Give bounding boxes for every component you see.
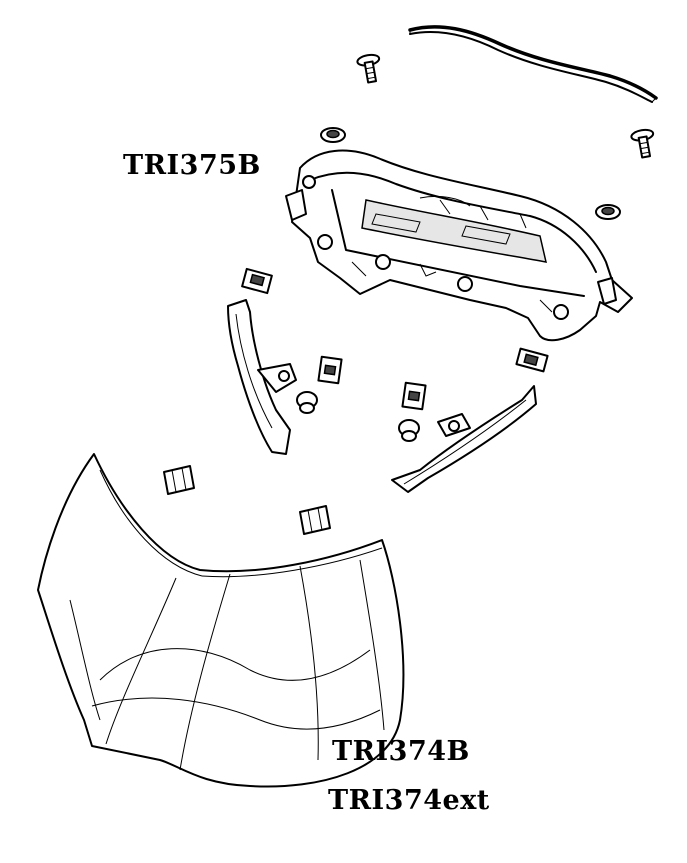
part-label-screen-ext: TRI374ext [328, 785, 490, 816]
mounting-bracket [285, 149, 633, 342]
clip-nut-1 [241, 267, 273, 295]
right-side-strut [391, 385, 537, 493]
grommet-right [595, 204, 621, 220]
washer-bolt-left [296, 391, 318, 414]
part-label-bracket: TRI375B [123, 150, 261, 181]
washer-bolt-right [398, 419, 420, 442]
clip-nut-4 [401, 381, 427, 411]
screen-clip-left [163, 465, 195, 495]
screw-top-left [356, 53, 381, 84]
screw-top-right [630, 128, 655, 159]
screen-clip-right [299, 505, 331, 535]
part-label-screen: TRI374B [332, 736, 470, 767]
left-side-strut [227, 299, 297, 455]
clip-nut-2 [317, 355, 343, 385]
windscreen [37, 453, 405, 788]
edge-seal-strip [408, 25, 658, 103]
clip-nut-3 [515, 347, 549, 373]
grommet-left [320, 127, 346, 143]
